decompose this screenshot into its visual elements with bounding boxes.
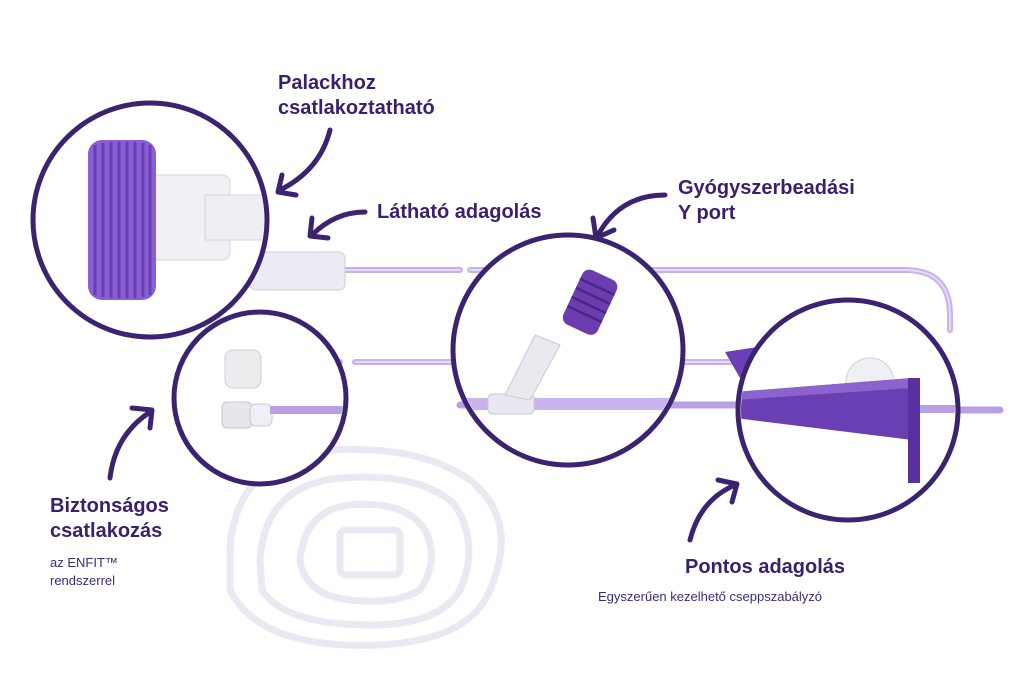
arrow-pontos: [687, 477, 740, 543]
label-gyogyszer-line2: Y port: [678, 202, 736, 224]
arrow-palackhoz: [275, 127, 333, 198]
drip-regulator-circle: [735, 297, 961, 523]
annotation-arrows: [107, 127, 740, 543]
label-biztonsagos-line2: csatlakozás: [50, 520, 163, 542]
label-lathato: Látható adagolás: [377, 201, 542, 223]
label-palackhoz-line1: Palackhoz: [278, 72, 376, 94]
arrow-lathato: [307, 209, 368, 241]
label-pontos: Pontos adagolás: [685, 556, 846, 578]
label-biztonsagos-line1: Biztonságos: [50, 495, 169, 517]
y-port-circle: [450, 232, 686, 468]
label-gyogyszer-line1: Gyógyszerbeadási: [678, 177, 855, 199]
enfit-connector-circle: [171, 309, 349, 487]
arrow-gyogyszer: [590, 192, 668, 241]
label-biztonsagos-sub2: rendszerrel: [50, 573, 116, 588]
label-biztonsagos-sub1: az ENFIT™: [50, 555, 118, 570]
bottle-connector-circle: [30, 100, 270, 340]
label-palackhoz-line2: csatlakoztatható: [278, 97, 435, 119]
label-pontos-sub: Egyszerűen kezelhető cseppszabályzó: [598, 589, 823, 604]
arrow-biztonsagos: [107, 405, 155, 481]
